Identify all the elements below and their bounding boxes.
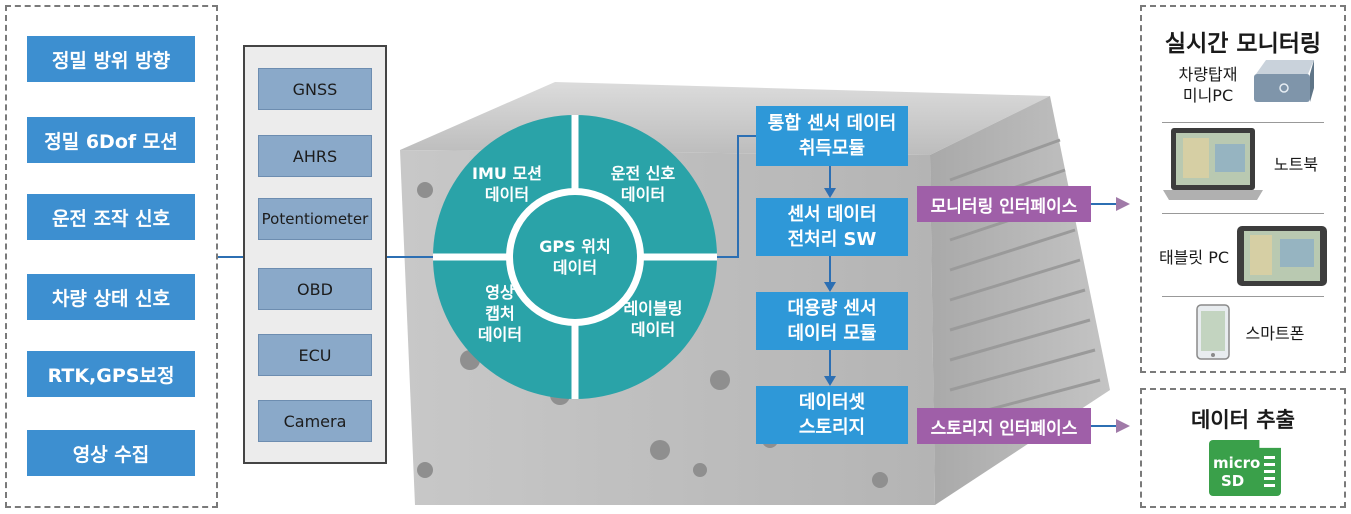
left-item: 영상 수집 [27,430,195,476]
microsd-icon: micro SD [1209,440,1281,496]
laptop-icon [1163,128,1263,200]
sensor-item: Potentiometer [258,198,372,240]
sensor-item: ECU [258,334,372,376]
sensor-item: GNSS [258,68,372,110]
smartphone-label: 스마트폰 [1245,324,1305,343]
left-item: RTK,GPS보정 [27,351,195,397]
segment-video-capture: 영상 캡처 데이터 [477,283,523,344]
step-integrated-acquisition: 통합 센서 데이터 취득모듈 [756,106,908,166]
microsd-text-top: micro [1213,454,1261,472]
left-item: 차량 상태 신호 [27,274,195,320]
left-item: 정밀 6Dof 모션 [27,117,195,163]
segment-gps-position: GPS 위치 데이터 [539,237,611,277]
segment-driving-signal: 운전 신호 데이터 [610,164,676,204]
sensor-item: OBD [258,268,372,310]
tablet-label: 태블릿 PC [1158,248,1230,267]
mini-pc-icon [1254,60,1314,102]
monitoring-panel [1140,5,1346,373]
microsd-contacts [1264,456,1275,487]
step-preprocessing-sw: 센서 데이터 전처리 SW [756,198,908,256]
sensor-item: Camera [258,400,372,442]
sensor-panel [243,45,387,464]
smartphone-icon [1196,304,1230,360]
step-dataset-storage: 데이터셋 스토리지 [756,386,908,444]
divider [1162,122,1324,123]
segment-labeling: 레이블링 데이터 [623,299,683,339]
export-title: 데이터 추출 [1191,408,1295,432]
notebook-label: 노트북 [1273,155,1319,174]
monitoring-interface: 모니터링 인터페이스 [917,186,1091,222]
monitoring-title: 실시간 모니터링 [1164,31,1322,57]
divider [1162,296,1324,297]
step-large-sensor-module: 대용량 센서 데이터 모듈 [756,292,908,350]
mini-pc-label: 차량탑재 미니PC [1178,65,1238,105]
circle-center [513,195,637,319]
divider [1162,213,1324,214]
microsd-text-bottom: SD [1221,472,1245,490]
sensor-item: AHRS [258,135,372,177]
tablet-icon [1237,226,1327,286]
data-export-panel [1140,388,1346,508]
storage-interface: 스토리지 인터페이스 [917,408,1091,444]
segment-imu-motion: IMU 모션 데이터 [472,164,542,204]
left-item: 정밀 방위 방향 [27,36,195,82]
input-signals-panel [5,5,218,508]
left-item: 운전 조작 신호 [27,194,195,240]
